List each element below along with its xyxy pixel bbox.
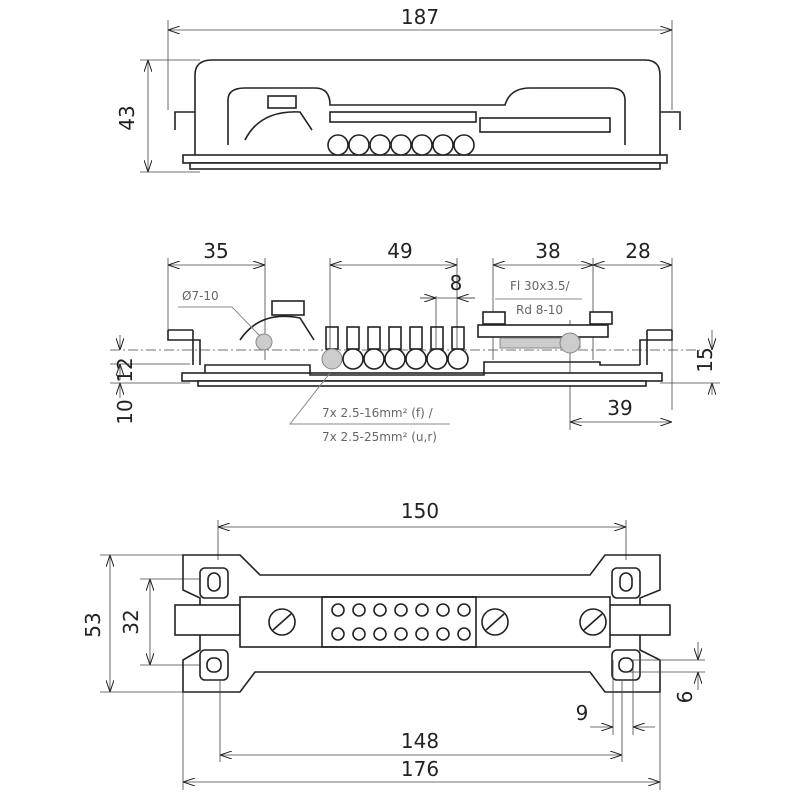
dim-label-15: 15 — [693, 347, 717, 372]
dim-label-49: 49 — [387, 239, 412, 263]
dim-label-176: 176 — [401, 757, 439, 781]
note-terminals-1: 7x 2.5-16mm² (f) / — [322, 406, 434, 420]
dim-label-10: 10 — [113, 399, 137, 424]
top-side-view: 187 43 — [115, 5, 681, 173]
plan-view: 150 53 32 — [81, 499, 705, 790]
dim-label-8: 8 — [450, 271, 463, 295]
note-flat-conductor-1: Fl 30x3.5/ — [510, 279, 571, 293]
dim-label-width: 187 — [401, 5, 439, 29]
dim-label-39: 39 — [607, 396, 632, 420]
dim-label-38: 38 — [535, 239, 560, 263]
middle-side-view: 35 49 8 38 28 39 12 10 15 — [110, 239, 720, 444]
dim-label-148: 148 — [401, 729, 439, 753]
dim-label-150: 150 — [401, 499, 439, 523]
note-flat-conductor-2: Rd 8-10 — [516, 303, 563, 317]
dim-label-height: 43 — [115, 105, 139, 130]
dim-label-32: 32 — [119, 609, 143, 634]
dim-label-35: 35 — [203, 239, 228, 263]
dim-label-12: 12 — [113, 357, 137, 382]
note-terminals-2: 7x 2.5-25mm² (u,r) — [322, 430, 437, 444]
dim-label-28: 28 — [625, 239, 650, 263]
dim-label-53: 53 — [81, 612, 105, 637]
dim-label-9: 9 — [576, 701, 589, 725]
dim-label-6: 6 — [673, 691, 697, 704]
note-round-conductor: Ø7-10 — [182, 289, 219, 303]
